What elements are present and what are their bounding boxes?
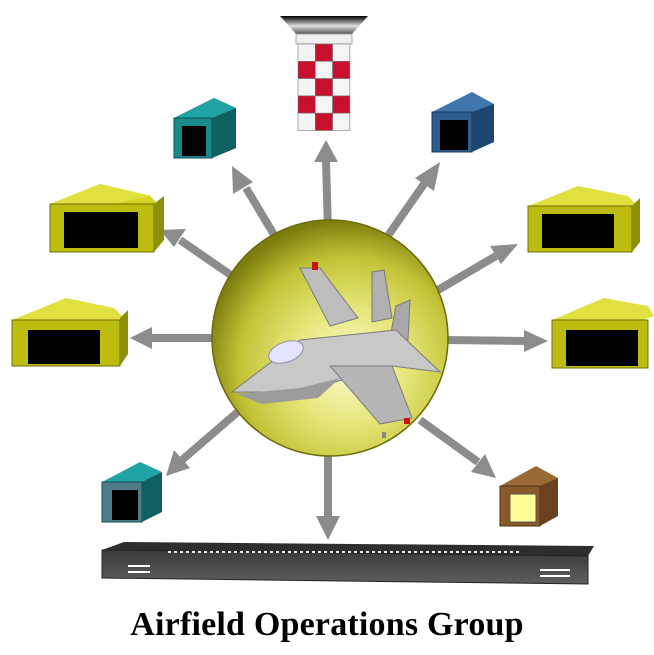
diagram-title: Airfield Operations Group bbox=[130, 606, 524, 643]
hangar-olive-right-upper bbox=[527, 186, 640, 253]
arrowhead-right-lower-hangar bbox=[524, 330, 548, 352]
arrowhead-right-upper-hangar bbox=[490, 244, 518, 264]
arrow-to-bottom-right-building bbox=[417, 416, 481, 466]
small-shed-brown-bottom-right bbox=[499, 466, 558, 527]
arrow-to-left-upper-hangar bbox=[177, 236, 241, 284]
control-tower-icon bbox=[280, 16, 368, 131]
small-hangar-blue-top-right bbox=[431, 92, 494, 153]
hangar-olive-left-lower bbox=[11, 298, 128, 367]
arrow-to-bottom-left-building bbox=[179, 406, 243, 464]
arrowhead-bottom-left-building bbox=[166, 450, 190, 476]
arrow-to-right-lower-hangar bbox=[445, 336, 527, 345]
small-hangar-teal-bottom-left bbox=[101, 462, 162, 523]
arrowhead-top-left-building bbox=[232, 166, 253, 194]
arrowhead-control-tower bbox=[314, 140, 338, 162]
arrowhead-left-lower-hangar bbox=[130, 327, 152, 349]
arrow-to-right-upper-hangar bbox=[435, 252, 499, 294]
arrowhead-runway bbox=[316, 516, 340, 540]
arrows bbox=[130, 140, 548, 540]
arrowhead-left-upper-hangar bbox=[160, 229, 186, 247]
arrowhead-bottom-right-building bbox=[471, 454, 496, 478]
runway-icon bbox=[101, 542, 594, 585]
fighter-jet-icon bbox=[230, 262, 442, 438]
hangar-olive-left-upper bbox=[49, 184, 164, 253]
arrowhead-top-right-building bbox=[415, 162, 440, 191]
hangar-olive-right-lower bbox=[551, 298, 654, 369]
small-hangar-teal-top-left bbox=[173, 98, 236, 159]
